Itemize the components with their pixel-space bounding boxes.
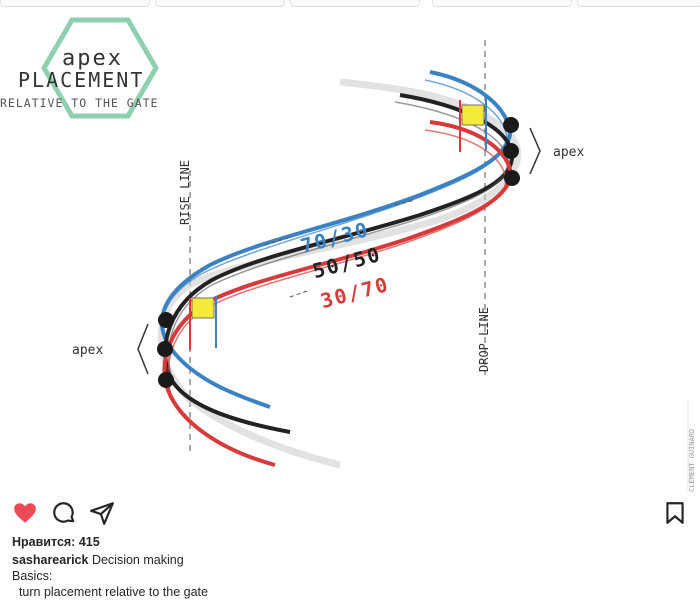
- red-trajectory-stroke: [167, 129, 507, 399]
- previous-post-edge: [0, 0, 700, 8]
- likes-count[interactable]: Нравится: 415: [12, 535, 100, 549]
- strip-segment: [432, 0, 572, 7]
- apex-bracket-left: [137, 323, 149, 375]
- apex-diagram: [41, 17, 689, 492]
- rise-line-label: RISE LINE: [178, 159, 192, 225]
- black-trajectory-stroke: [167, 101, 509, 379]
- caption-line-3: turn placement relative to the gate: [12, 585, 208, 599]
- apex-dot-left-blue: [158, 312, 174, 328]
- ratio-dash: [394, 199, 416, 206]
- apex-left-label: apex: [72, 343, 104, 358]
- heart-icon[interactable]: [12, 500, 38, 526]
- caption-line-2: Basics:: [12, 569, 53, 583]
- hexagon-logo: [41, 17, 159, 119]
- apex-dot-left-black: [157, 341, 173, 357]
- apex-dot-right-black: [503, 143, 519, 159]
- strip-segment: [577, 0, 700, 7]
- title-line-2: PLACEMENT: [18, 68, 145, 92]
- ratio-dash: [289, 289, 311, 298]
- apex-dot-right-blue: [503, 117, 519, 133]
- comment-icon[interactable]: [51, 500, 77, 526]
- share-icon[interactable]: [89, 500, 115, 526]
- ratio-dash: [264, 236, 291, 246]
- apex-dot-left-red: [158, 372, 174, 388]
- apex-bracket-right: [529, 127, 541, 175]
- title-line-1: apex: [62, 46, 123, 71]
- strip-segment: [290, 0, 420, 7]
- strip-segment: [155, 0, 285, 7]
- bookmark-icon[interactable]: [662, 500, 688, 526]
- caption-text: Decision making: [91, 553, 184, 567]
- title-line-3: RELATIVE TO THE GATE: [0, 96, 159, 110]
- action-bar: [0, 500, 700, 530]
- post-caption: sasharearick Decision making Basics: tur…: [12, 552, 208, 600]
- diagram-title: apex PLACEMENT RELATIVE TO THE GATE: [0, 16, 215, 136]
- post-image[interactable]: apex PLACEMENT RELATIVE TO THE GATE RISE…: [0, 10, 700, 495]
- drop-line-label: DROP LINE: [477, 306, 491, 372]
- credit-label: CLÉMENT GUINARD: [688, 428, 696, 492]
- apex-dot-right-red: [504, 170, 520, 186]
- caption-username[interactable]: sasharearick: [12, 553, 89, 567]
- gate-left: [189, 296, 217, 350]
- strip-segment: [0, 0, 150, 7]
- gate-right: [459, 98, 487, 152]
- apex-right-label: apex: [553, 145, 585, 160]
